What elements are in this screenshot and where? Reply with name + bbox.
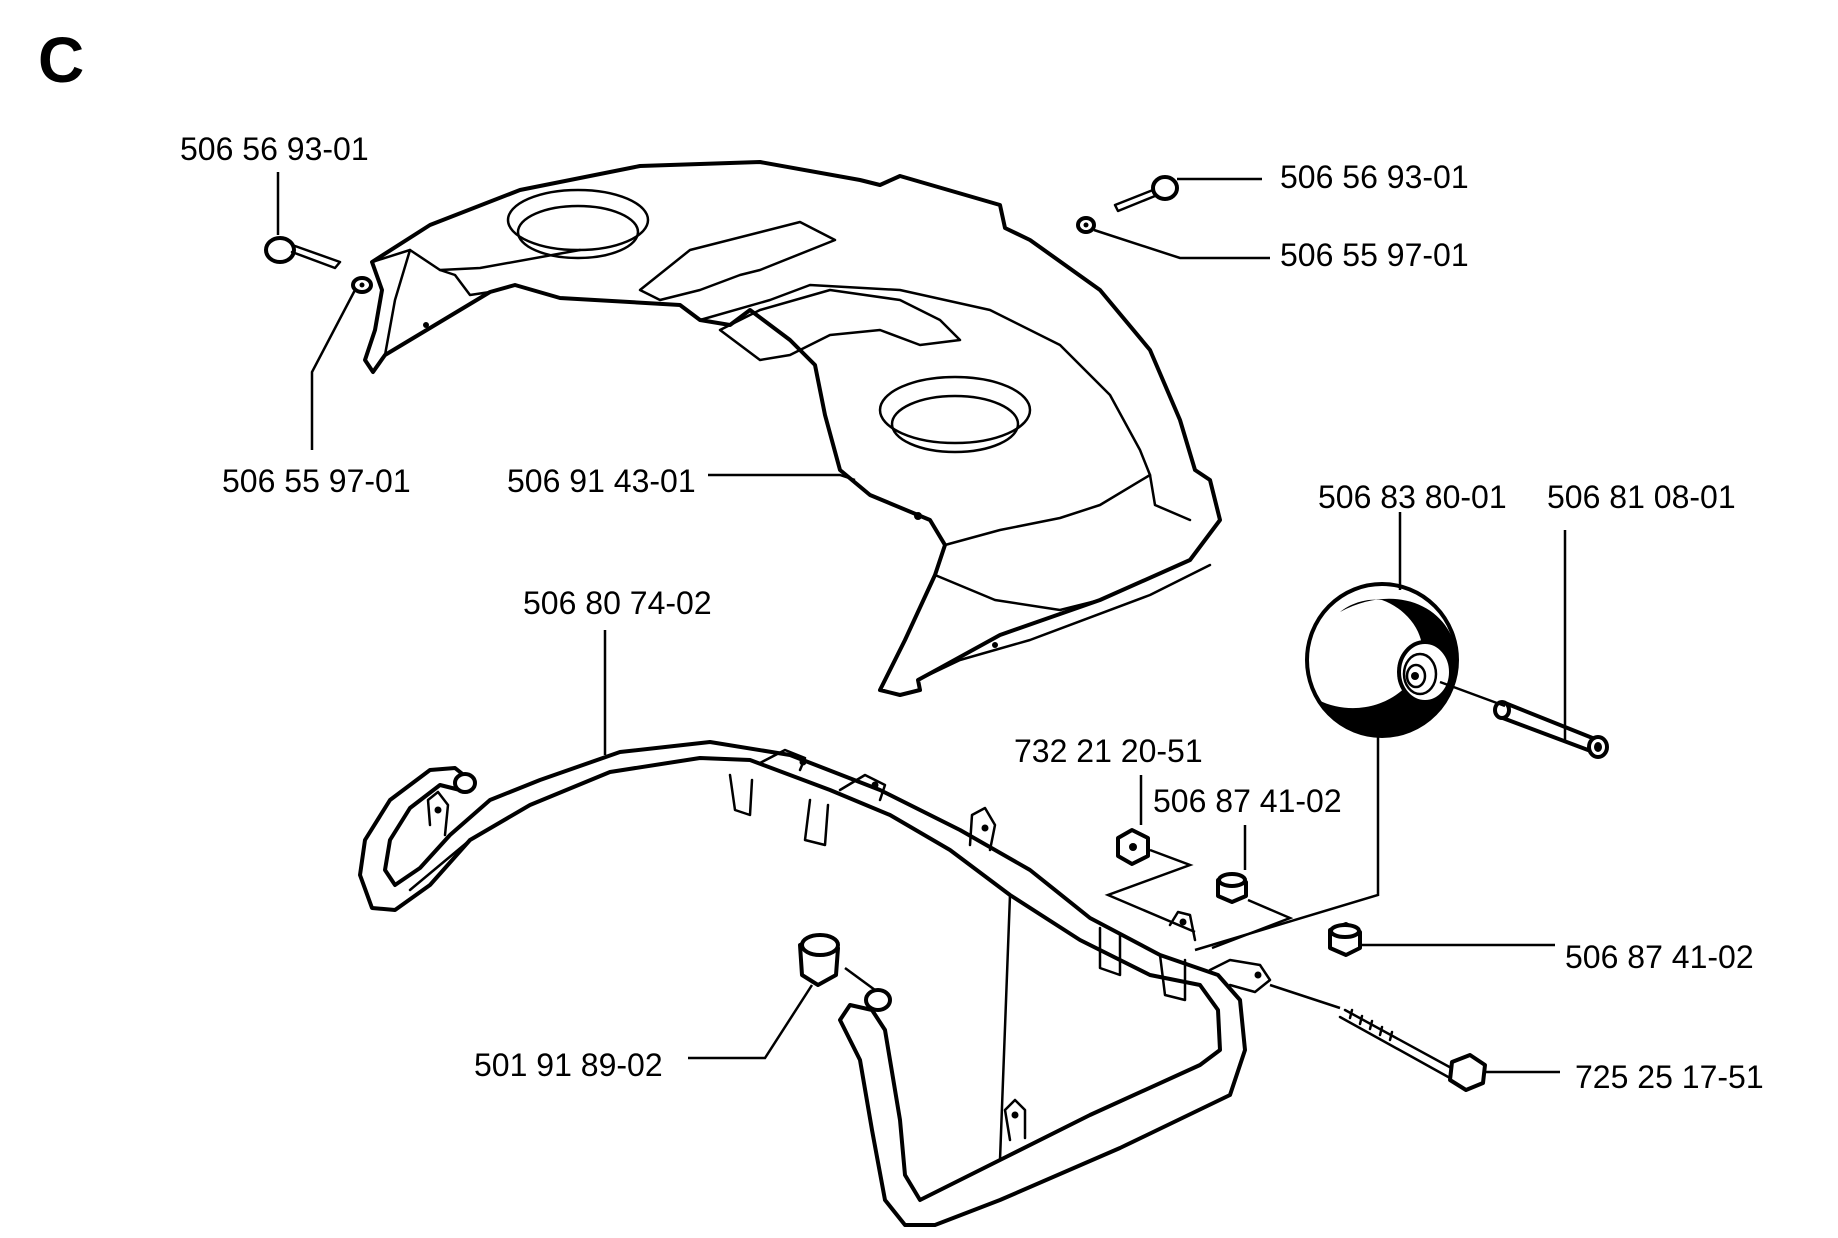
long-bolt-drawing bbox=[1338, 1008, 1487, 1092]
label-spacer-upper: 506 87 41-02 bbox=[1153, 783, 1342, 819]
label-axle: 506 81 08-01 bbox=[1547, 479, 1736, 515]
label-frame: 506 80 74-02 bbox=[523, 585, 712, 621]
nut-drawing bbox=[1116, 828, 1150, 866]
sleeve-drawing bbox=[798, 933, 892, 1012]
label-nut: 732 21 20-51 bbox=[1014, 733, 1203, 769]
bolt-top-left-drawing bbox=[264, 236, 373, 294]
bolt-top-right-drawing bbox=[1076, 175, 1179, 234]
axle-drawing bbox=[1493, 700, 1609, 759]
part-labels: 506 56 93-01 506 55 97-01 506 56 93-01 5… bbox=[180, 131, 1764, 1095]
label-cover: 506 91 43-01 bbox=[507, 463, 696, 499]
label-bolt-top-right: 506 56 93-01 bbox=[1280, 159, 1469, 195]
label-washer-top-right: 506 55 97-01 bbox=[1280, 237, 1469, 273]
leader-lines bbox=[276, 172, 1567, 1074]
label-bolt-top-left: 506 56 93-01 bbox=[180, 131, 369, 167]
label-long-bolt: 725 25 17-51 bbox=[1575, 1059, 1764, 1095]
spacer-right-drawing bbox=[1328, 922, 1362, 957]
label-spacer-right: 506 87 41-02 bbox=[1565, 939, 1754, 975]
wheel-drawing bbox=[1305, 582, 1459, 738]
section-letter: C bbox=[38, 24, 84, 96]
label-washer-top-left: 506 55 97-01 bbox=[222, 463, 411, 499]
label-sleeve: 501 91 89-02 bbox=[474, 1047, 663, 1083]
cover-drawing bbox=[363, 160, 1222, 697]
label-wheel: 506 83 80-01 bbox=[1318, 479, 1507, 515]
spacer-upper-drawing bbox=[1216, 872, 1248, 904]
